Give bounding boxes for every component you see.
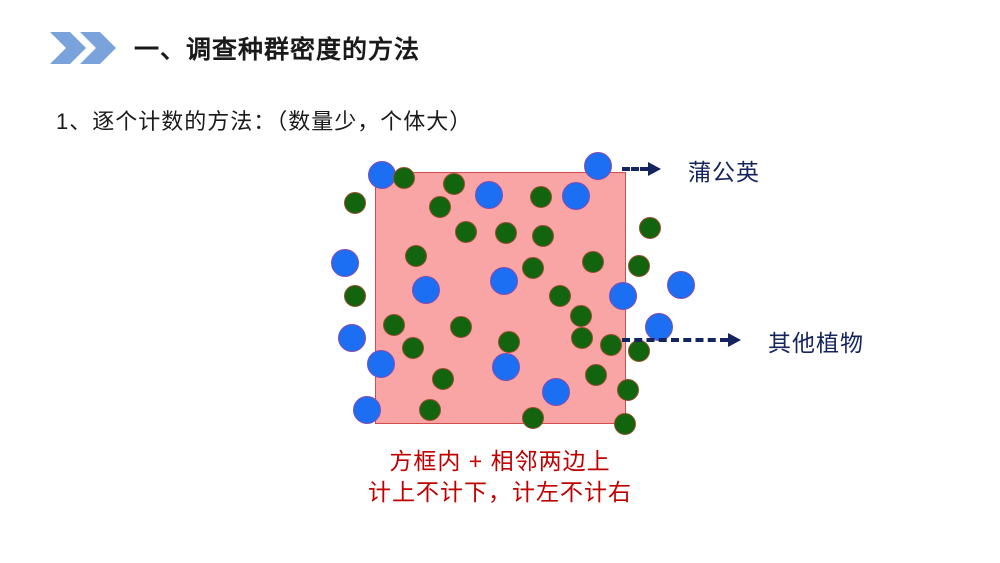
other-plant-dot bbox=[617, 379, 639, 401]
other-plant-dot bbox=[443, 173, 465, 195]
dandelion-dot bbox=[412, 276, 440, 304]
dandelion-dot bbox=[609, 282, 637, 310]
other-plant-dot bbox=[570, 305, 592, 327]
dandelion-dot bbox=[331, 249, 359, 277]
other-plant-dot bbox=[628, 255, 650, 277]
other-plant-dot bbox=[383, 314, 405, 336]
other-plant-dot bbox=[393, 167, 415, 189]
dandelion-dot bbox=[584, 152, 612, 180]
callout-arrow-line-other-plant bbox=[622, 338, 728, 342]
caption-block: 方框内 + 相邻两边上 计上不计下，计左不计右 bbox=[0, 446, 1000, 508]
double-chevron-right-icon bbox=[50, 32, 116, 64]
callout-label-other-plant: 其他植物 bbox=[768, 330, 864, 356]
other-plant-dot bbox=[571, 327, 593, 349]
other-plant-dot bbox=[429, 196, 451, 218]
other-plant-dot bbox=[600, 334, 622, 356]
other-plant-dot bbox=[522, 407, 544, 429]
other-plant-dot bbox=[530, 186, 552, 208]
dandelion-dot bbox=[562, 182, 590, 210]
dandelion-dot bbox=[338, 324, 366, 352]
other-plant-dot bbox=[455, 221, 477, 243]
other-plant-dot bbox=[549, 285, 571, 307]
callout-label-dandelion: 蒲公英 bbox=[688, 159, 760, 185]
other-plant-dot bbox=[585, 364, 607, 386]
other-plant-dot bbox=[495, 222, 517, 244]
page-title: 一、调查种群密度的方法 bbox=[134, 36, 421, 64]
dandelion-dot bbox=[353, 396, 381, 424]
other-plant-dot bbox=[419, 399, 441, 421]
dandelion-dot bbox=[490, 267, 518, 295]
quadrat-frame bbox=[375, 172, 626, 424]
other-plant-dot bbox=[582, 251, 604, 273]
other-plant-dot bbox=[522, 257, 544, 279]
other-plant-dot bbox=[628, 340, 650, 362]
dandelion-dot bbox=[542, 378, 570, 406]
other-plant-dot bbox=[402, 337, 424, 359]
slide-heading: 一、调查种群密度的方法 bbox=[48, 26, 420, 70]
dandelion-dot bbox=[367, 350, 395, 378]
other-plant-dot bbox=[639, 217, 661, 239]
other-plant-dot bbox=[498, 331, 520, 353]
other-plant-dot bbox=[344, 285, 366, 307]
other-plant-dot bbox=[344, 192, 366, 214]
other-plant-dot bbox=[614, 413, 636, 435]
other-plant-dot bbox=[450, 316, 472, 338]
dandelion-dot bbox=[492, 353, 520, 381]
dandelion-dot bbox=[645, 313, 673, 341]
caption-line-1: 方框内 + 相邻两边上 bbox=[389, 448, 611, 474]
callout-arrow-head-dandelion bbox=[648, 162, 661, 176]
other-plant-dot bbox=[532, 225, 554, 247]
dandelion-dot bbox=[667, 271, 695, 299]
dandelion-dot bbox=[368, 161, 396, 189]
callout-arrow-line-dandelion bbox=[622, 167, 648, 171]
caption-line-2: 计上不计下，计左不计右 bbox=[368, 479, 632, 505]
dandelion-dot bbox=[475, 181, 503, 209]
callout-arrow-head-other-plant bbox=[728, 333, 741, 347]
subheading-text: 1、逐个计数的方法：（数量少，个体大） bbox=[56, 109, 473, 134]
other-plant-dot bbox=[405, 245, 427, 267]
other-plant-dot bbox=[432, 368, 454, 390]
